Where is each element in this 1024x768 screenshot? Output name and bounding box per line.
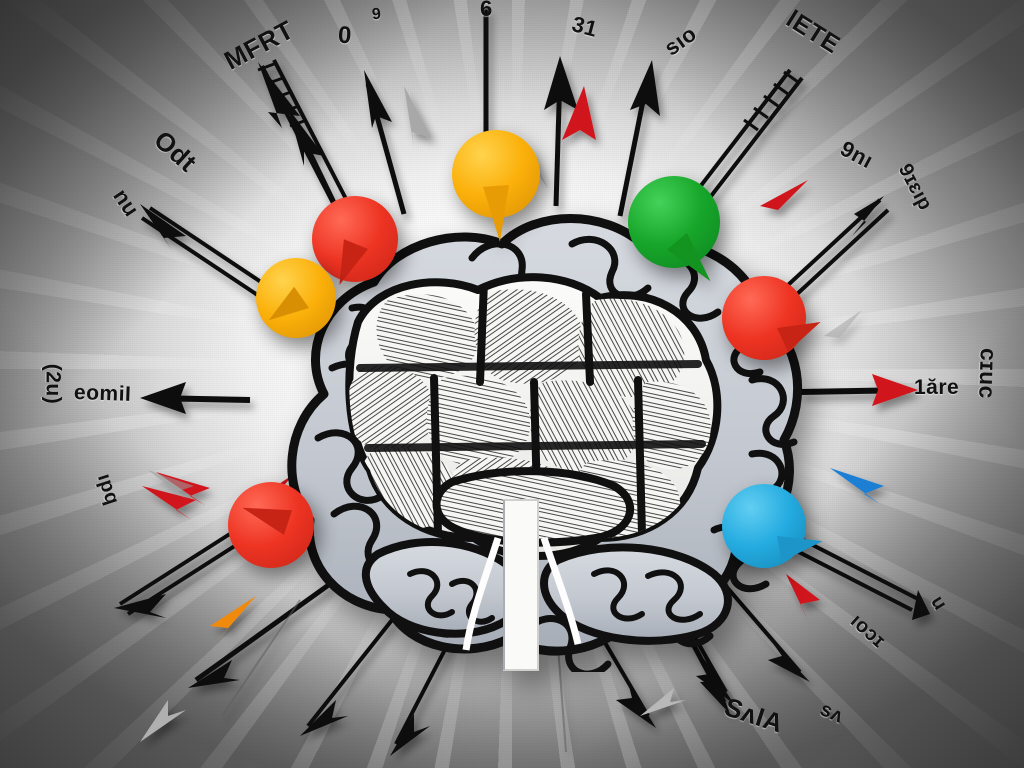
pin-amber-top[interactable] — [452, 130, 540, 243]
arrow-right-1are — [799, 374, 918, 406]
arrow-left-eomil — [140, 382, 251, 414]
pin-disc — [452, 130, 540, 218]
pin-disc — [722, 484, 806, 568]
label-6: 6 — [480, 0, 493, 21]
label-2u: (2u) — [41, 363, 65, 405]
arrow-feather-iete — [743, 70, 799, 132]
arrow-red-top-right — [760, 180, 808, 222]
pin-disc — [628, 176, 720, 268]
arrow-grey-mid-right — [824, 310, 862, 350]
arrow-head-right-up — [852, 196, 884, 236]
arrow-head-bottom-right — [912, 590, 930, 620]
label-cruc: cɪuc — [974, 347, 1002, 400]
arrow-head-nu — [140, 204, 186, 250]
arrow-bottom-left-long — [188, 581, 332, 688]
arrow-head-bottom-left — [114, 594, 166, 618]
pin-tail — [483, 184, 513, 243]
pin-disc — [256, 258, 336, 338]
arrow-top-31 — [544, 56, 578, 207]
arrow-grey-bottom-2 — [640, 688, 686, 716]
arrow-bottom-fine-1 — [221, 599, 301, 717]
arrow-grey-left — [148, 470, 194, 502]
arrow-top-sio — [617, 60, 660, 217]
arrow-grey-top-1 — [404, 86, 432, 148]
brain-cerebellum — [361, 537, 732, 645]
arrow-blue-right — [830, 468, 884, 504]
arrow-bottom-c1 — [300, 618, 394, 736]
arrow-orange-bottom-left — [210, 596, 256, 642]
brain-stem — [462, 499, 582, 671]
pin-green-top-right[interactable] — [628, 176, 721, 290]
label-eomil: eomiI — [73, 381, 132, 406]
pin-red-right[interactable] — [722, 276, 827, 360]
arrow-red-left-low — [142, 486, 196, 520]
label-0: 0 — [337, 21, 353, 50]
brain-illustration — [228, 182, 818, 672]
arrow-top-0 — [364, 70, 407, 215]
label-9: 9 — [371, 5, 383, 24]
arrow-red-top-mid — [562, 86, 596, 140]
pin-amber-left[interactable] — [256, 258, 336, 338]
pin-red-bottom-left[interactable] — [228, 482, 314, 568]
arrow-bottom-c2 — [390, 635, 454, 756]
label-1are: 1ăre — [914, 376, 960, 399]
pin-red-top-left[interactable] — [312, 196, 398, 291]
arrow-grey-bottom-1 — [140, 700, 186, 742]
pin-disc — [228, 482, 314, 568]
pin-disc — [312, 196, 398, 282]
pin-blue-bottom-right[interactable] — [722, 484, 825, 568]
arrow-red-right-mid — [786, 574, 820, 620]
pin-disc — [722, 276, 806, 360]
